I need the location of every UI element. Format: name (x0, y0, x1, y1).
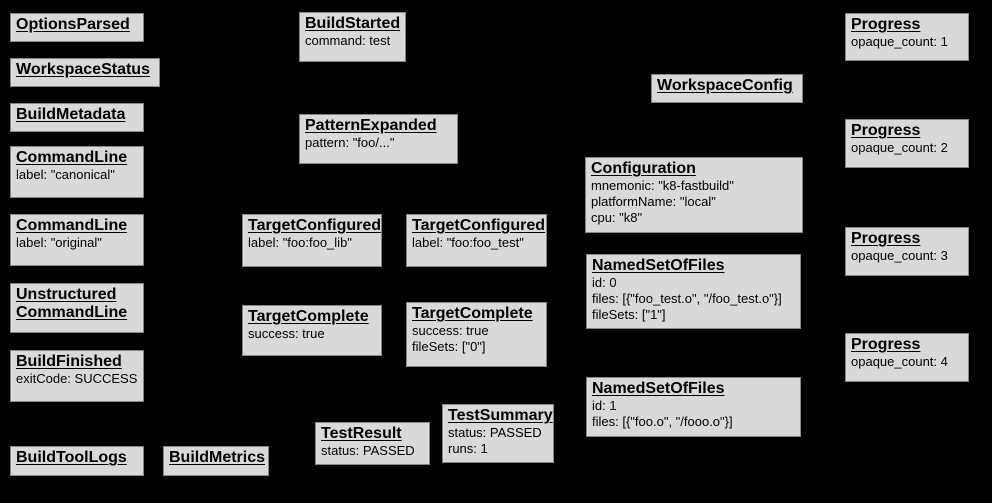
event-node-title: BuildMetadata (16, 106, 126, 123)
event-node-field: label: "original" (16, 235, 102, 250)
event-node-workspace-status: WorkspaceStatus (10, 58, 160, 87)
event-node-build-tool-logs: BuildToolLogs (10, 446, 144, 476)
event-node-title: Progress (851, 122, 921, 139)
event-node-title: Progress (851, 230, 921, 247)
event-node-title: BuildStarted (305, 15, 401, 32)
event-node-field: mnemonic: "k8-fastbuild" (591, 178, 734, 193)
event-node-title: WorkspaceStatus (16, 61, 150, 78)
event-node-field: runs: 1 (448, 441, 488, 456)
event-node-field: files: [{"foo_test.o", "/foo_test.o"}] (592, 291, 782, 306)
event-node-field: status: PASSED (321, 443, 415, 458)
event-node-field: success: true (412, 323, 489, 338)
event-node-title: OptionsParsed (16, 16, 130, 33)
event-node-title: BuildMetrics (169, 449, 266, 466)
event-node-build-metrics: BuildMetrics (163, 446, 269, 476)
event-node-title: TargetConfigured (248, 217, 382, 234)
event-node-field: command: test (305, 33, 391, 48)
event-node-field: label: "foo:foo_test" (412, 235, 524, 250)
event-node-title: WorkspaceConfig (657, 77, 793, 94)
event-node-title: TargetConfigured (412, 217, 546, 234)
event-node-build-metadata: BuildMetadata (10, 103, 144, 132)
event-node-title: PatternExpanded (305, 117, 437, 134)
event-node-field: platformName: "local" (591, 194, 716, 209)
event-node-workspace-config: WorkspaceConfig (651, 74, 803, 103)
event-node-title: BuildFinished (16, 353, 122, 370)
event-node-field: opaque_count: 4 (851, 354, 948, 369)
event-node-field: opaque_count: 2 (851, 140, 948, 155)
event-node-title: NamedSetOfFiles (592, 257, 725, 274)
event-node-field: files: [{"foo.o", "/fooo.o"}] (592, 414, 733, 429)
event-node-title: Unstructured CommandLine (16, 286, 128, 321)
event-node-field: label: "foo:foo_lib" (248, 235, 352, 250)
event-node-field: fileSets: ["1"] (592, 307, 666, 322)
event-node-field: cpu: "k8" (591, 210, 643, 225)
event-node-field: opaque_count: 1 (851, 34, 948, 49)
event-node-title: TargetComplete (412, 305, 533, 322)
event-node-title: Configuration (591, 160, 696, 177)
event-node-title: CommandLine (16, 149, 128, 166)
event-node-field: id: 1 (592, 398, 617, 413)
event-node-title: CommandLine (16, 217, 128, 234)
event-node-field: pattern: "foo/..." (305, 135, 395, 150)
event-node-field: opaque_count: 3 (851, 248, 948, 263)
event-node-field: fileSets: ["0"] (412, 339, 486, 354)
event-node-field: id: 0 (592, 275, 617, 290)
event-node-field: label: "canonical" (16, 167, 115, 182)
event-node-title: Progress (851, 16, 921, 33)
event-node-field: success: true (248, 326, 325, 341)
event-node-title: Progress (851, 336, 921, 353)
event-node-title: TestResult (321, 425, 402, 442)
event-node-title: BuildToolLogs (16, 449, 127, 466)
event-node-unstructured-command-line: Unstructured CommandLine (10, 283, 144, 333)
event-node-options-parsed: OptionsParsed (10, 13, 144, 42)
event-node-title: TestSummary (448, 407, 553, 424)
event-node-field: status: PASSED (448, 425, 542, 440)
event-node-title: NamedSetOfFiles (592, 380, 725, 397)
event-node-field: exitCode: SUCCESS (16, 371, 138, 386)
event-node-title: TargetComplete (248, 308, 369, 325)
